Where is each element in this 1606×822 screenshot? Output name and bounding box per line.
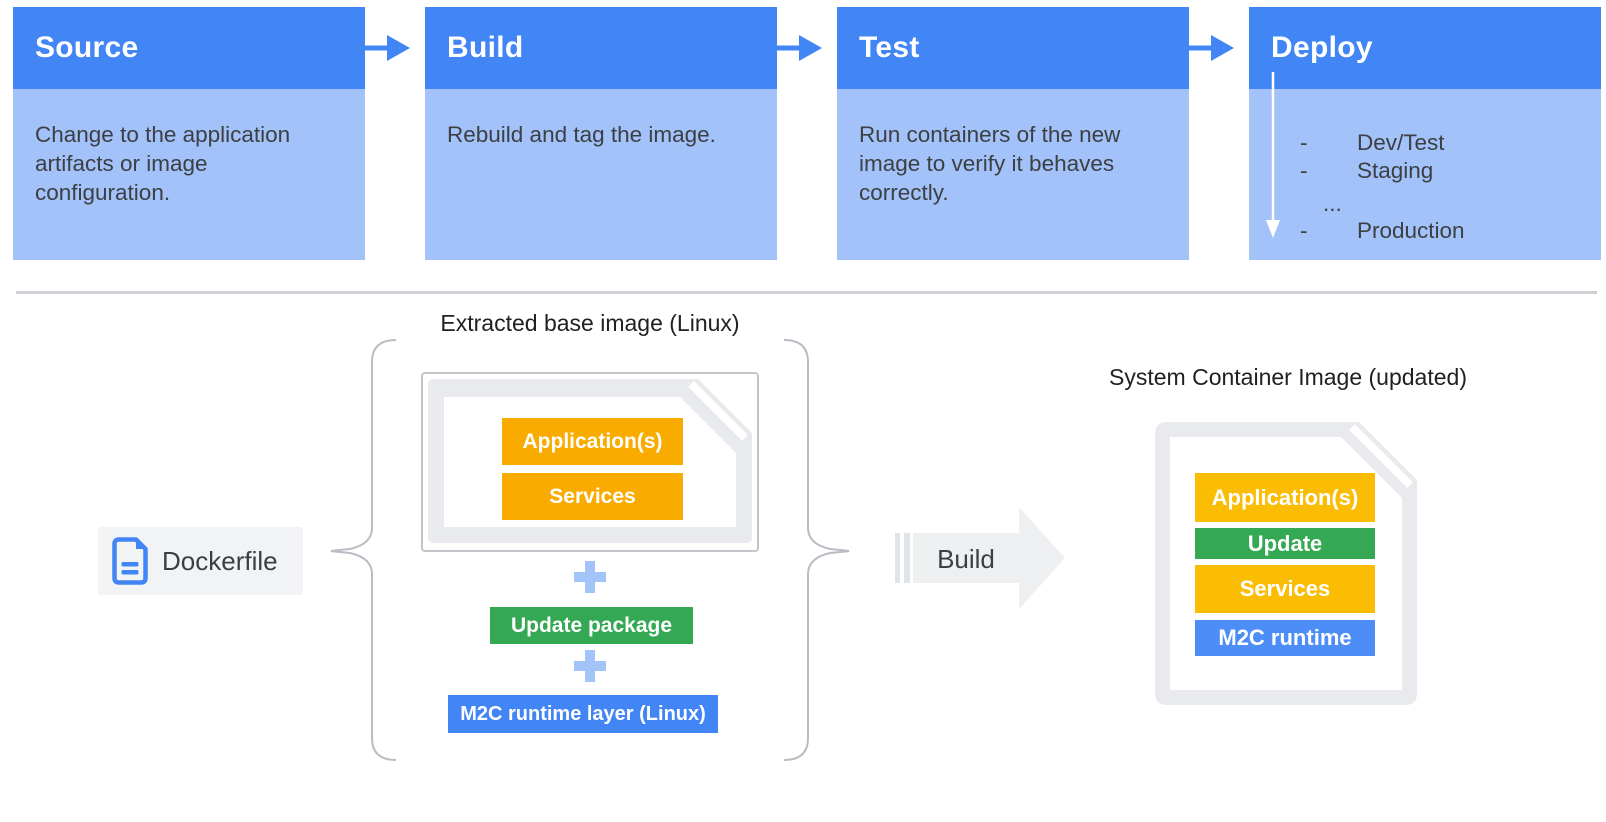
result-layer-m2c-runtime: M2C runtime	[1195, 620, 1375, 656]
system-container-image-title: System Container Image (updated)	[1109, 364, 1467, 390]
right-curly-brace	[783, 339, 850, 761]
card-description: Run containers of the new image to verif…	[837, 89, 1189, 260]
deploy-stage-label: Dev/Test	[1357, 130, 1445, 155]
section-divider	[16, 291, 1597, 294]
dockerfile-document-icon	[112, 537, 148, 585]
pipeline-card-build: Build Rebuild and tag the image.	[425, 7, 777, 260]
bullet: -	[1300, 218, 1308, 243]
card-title: Source	[13, 7, 365, 89]
pipeline-card-deploy: Deploy - Dev/Test - Staging ... - Produc…	[1249, 7, 1601, 260]
pipeline-card-source: Source Change to the application artifac…	[13, 7, 365, 260]
update-package-box: Update package	[490, 607, 693, 644]
card-description: Change to the application artifacts or i…	[13, 89, 365, 260]
flow-arrow-icon	[777, 35, 822, 61]
dockerfile-label: Dockerfile	[162, 545, 278, 576]
result-layer-services: Services	[1195, 565, 1375, 613]
card-description: Rebuild and tag the image.	[425, 89, 777, 260]
plus-icon	[574, 650, 606, 682]
base-layer-services: Services	[502, 473, 683, 520]
deploy-order-arrow-icon	[1266, 72, 1280, 238]
deploy-stage-row: - Staging	[1249, 157, 1601, 184]
bullet: -	[1300, 130, 1308, 155]
pipeline-card-test: Test Run containers of the new image to …	[837, 7, 1189, 260]
card-title: Build	[425, 7, 777, 89]
runtime-layer-box: M2C runtime layer (Linux)	[448, 695, 718, 733]
build-arrow-icon	[895, 507, 1065, 609]
left-curly-brace	[330, 339, 397, 761]
deploy-stage-row: - Dev/Test	[1249, 129, 1601, 156]
card-title: Test	[837, 7, 1189, 89]
flow-arrow-icon	[1189, 35, 1234, 61]
result-layer-applications: Application(s)	[1195, 473, 1375, 522]
plus-icon	[574, 561, 606, 593]
base-layer-applications: Application(s)	[502, 418, 683, 465]
extracted-base-image-title: Extracted base image (Linux)	[440, 310, 740, 336]
system-container-image-document-icon	[1155, 422, 1417, 705]
deploy-stage-label: Production	[1357, 218, 1465, 243]
dockerfile-chip: Dockerfile	[98, 527, 303, 595]
bullet: -	[1300, 158, 1308, 183]
result-layer-update: Update	[1195, 528, 1375, 559]
flow-arrow-icon	[365, 35, 410, 61]
deploy-stage-label: Staging	[1357, 158, 1434, 183]
deploy-stage-row: - Production	[1249, 217, 1601, 244]
card-deploy-body	[1249, 89, 1601, 260]
deploy-ellipsis: ...	[1323, 191, 1342, 216]
build-arrow-label: Build	[937, 543, 995, 574]
deploy-stage-row: ...	[1249, 190, 1601, 217]
card-title: Deploy	[1249, 7, 1601, 89]
